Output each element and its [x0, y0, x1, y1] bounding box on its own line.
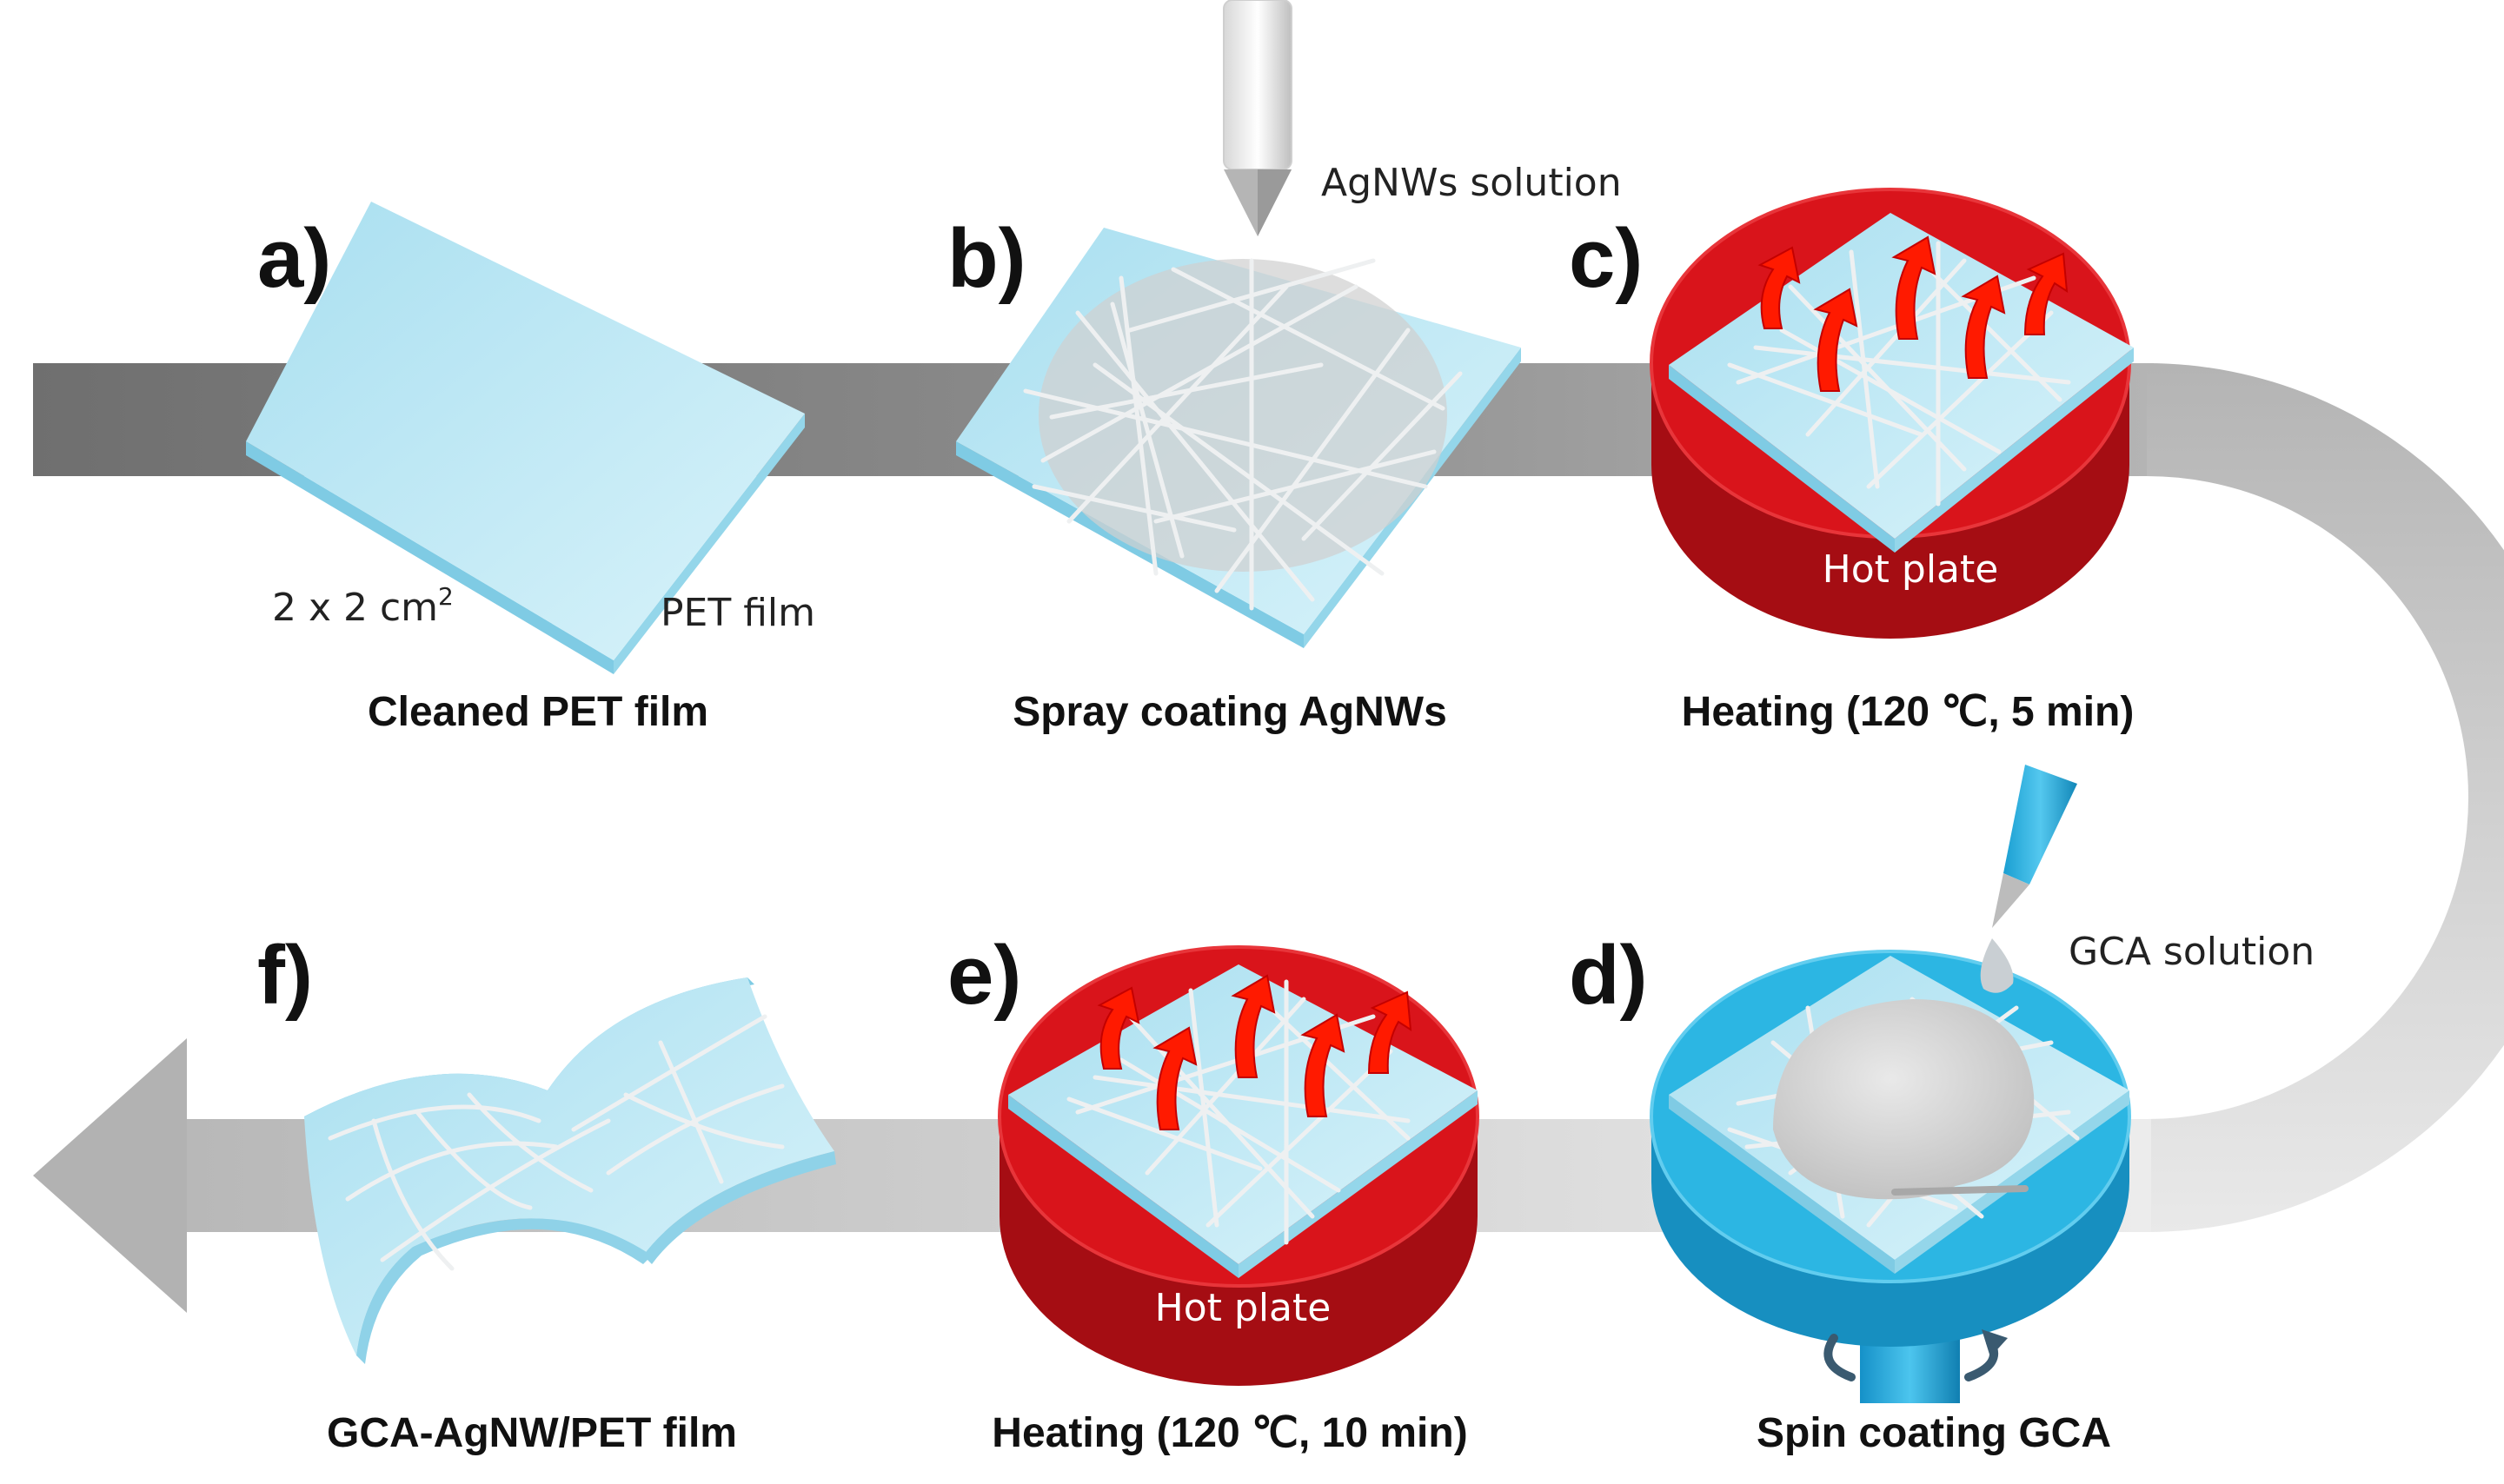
flow-arrow-head: [33, 1038, 187, 1313]
step-e-letter: e): [947, 929, 1021, 1022]
step-f-caption: GCA-AgNW/PET film: [327, 1410, 737, 1456]
step-b-letter: b): [947, 212, 1026, 305]
step-a-letter: a): [257, 212, 331, 305]
pet-film-note: PET film: [661, 591, 815, 635]
step-f: f) GCA-AgNW/PET film: [257, 929, 836, 1456]
step-c-caption: Heating (120 ℃, 5 min): [1682, 689, 2135, 735]
step-f-letter: f): [257, 929, 313, 1022]
hot-plate-label-e: Hot plate: [1155, 1286, 1332, 1330]
flexible-film: [304, 977, 836, 1364]
step-a-caption: Cleaned PET film: [368, 689, 708, 735]
spray-nozzle-icon: [1224, 0, 1292, 236]
step-d-caption: Spin coating GCA: [1757, 1410, 2111, 1456]
step-e-caption: Heating (120 ℃, 10 min): [992, 1410, 1467, 1456]
film-size-note: 2 x 2 cm2: [272, 582, 454, 630]
dropper-icon: [1981, 765, 2077, 993]
gca-solution-note: GCA solution: [2069, 930, 2315, 974]
step-d-letter: d): [1569, 929, 1648, 1022]
agnws-solution-note: AgNWs solution: [1321, 161, 1622, 205]
hot-plate-label-c: Hot plate: [1823, 547, 1999, 592]
step-c: c) Hot plate Heating (120 ℃, 5 min): [1569, 189, 2134, 735]
step-b-caption: Spray coating AgNWs: [1013, 689, 1447, 735]
step-d: d): [1569, 765, 2315, 1456]
step-c-letter: c): [1569, 212, 1643, 305]
step-a: a) 2 x 2 cm2 PET film Cleaned PET film: [246, 202, 815, 735]
flow-arrow-curve: [2147, 363, 2504, 1232]
step-e: e) Hot plate Heating (120 ℃, 10 min): [947, 929, 1478, 1456]
